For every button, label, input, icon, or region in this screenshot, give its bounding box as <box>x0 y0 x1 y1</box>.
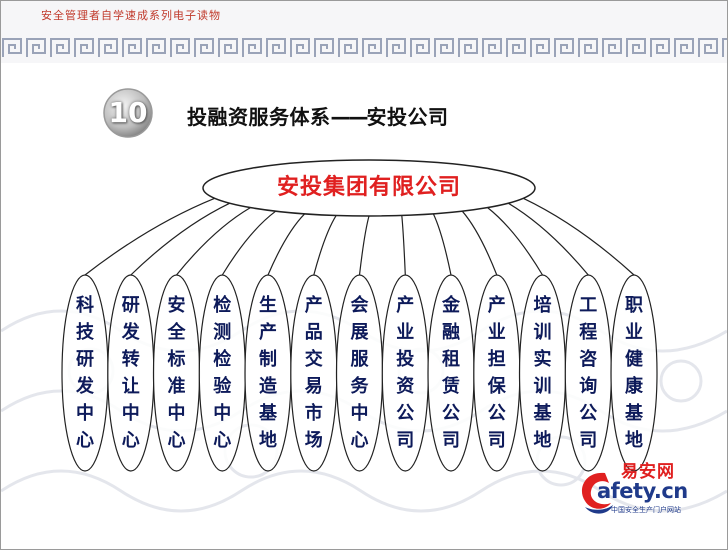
section-number-badge: 10 <box>102 87 154 139</box>
unit-label: 产品交易市场 <box>304 295 323 451</box>
site-logo: 易安网 afety.cn 中国安全生产门户网站 <box>573 457 701 521</box>
unit-ellipses <box>61 274 658 472</box>
connector-line <box>84 197 215 276</box>
connector-line <box>130 202 231 276</box>
connector-line <box>523 197 635 276</box>
section-title-main: 投融资服务体系 <box>187 105 331 129</box>
unit-label: 职业健康基地 <box>625 295 643 451</box>
connector-line <box>221 210 277 276</box>
unit-label: 产业投资公司 <box>396 295 415 451</box>
connector-line <box>358 215 370 276</box>
connector-line <box>432 213 452 276</box>
unit-label: 工程咨询公司 <box>579 295 598 451</box>
unit-label: 安全标准中心 <box>167 295 186 451</box>
unit-label: 研发转让中心 <box>121 295 140 451</box>
fret-border <box>1 36 727 60</box>
unit-label: 检测检验中心 <box>213 295 232 451</box>
logo-domain: afety.cn <box>597 479 688 503</box>
connector-line <box>461 210 498 276</box>
section-number: 10 <box>108 96 148 129</box>
connector-line <box>176 207 251 276</box>
connector-line <box>507 202 589 276</box>
logo-brand: 易安网 <box>621 462 675 482</box>
unit-label: 金融租赁公司 <box>442 295 460 451</box>
logo-swirl-icon <box>581 472 613 514</box>
connector-line <box>401 215 406 276</box>
connector-line <box>487 207 544 276</box>
unit-label: 会展服务中心 <box>350 295 369 451</box>
section-title-dash: —— <box>330 105 369 129</box>
badge-circle-icon <box>103 88 153 138</box>
connector-lines <box>84 197 635 276</box>
section-title-sub: 安投公司 <box>366 105 449 129</box>
company-name: 安投集团有限公司 <box>276 175 461 200</box>
section-title: 投融资服务体系——安投公司 <box>187 101 449 130</box>
unit-label: 培训实训基地 <box>533 295 552 451</box>
unit-label: 科技研发中心 <box>76 295 94 451</box>
connector-line <box>267 213 306 276</box>
unit-label: 产业担保公司 <box>487 295 506 451</box>
connector-line <box>313 215 337 276</box>
unit-label: 生产制造基地 <box>259 295 277 451</box>
logo-tagline: 中国安全生产门户网站 <box>611 506 681 514</box>
unit-ellipse <box>610 274 658 472</box>
series-title: 安全管理者自学速成系列电子读物 <box>41 9 221 22</box>
